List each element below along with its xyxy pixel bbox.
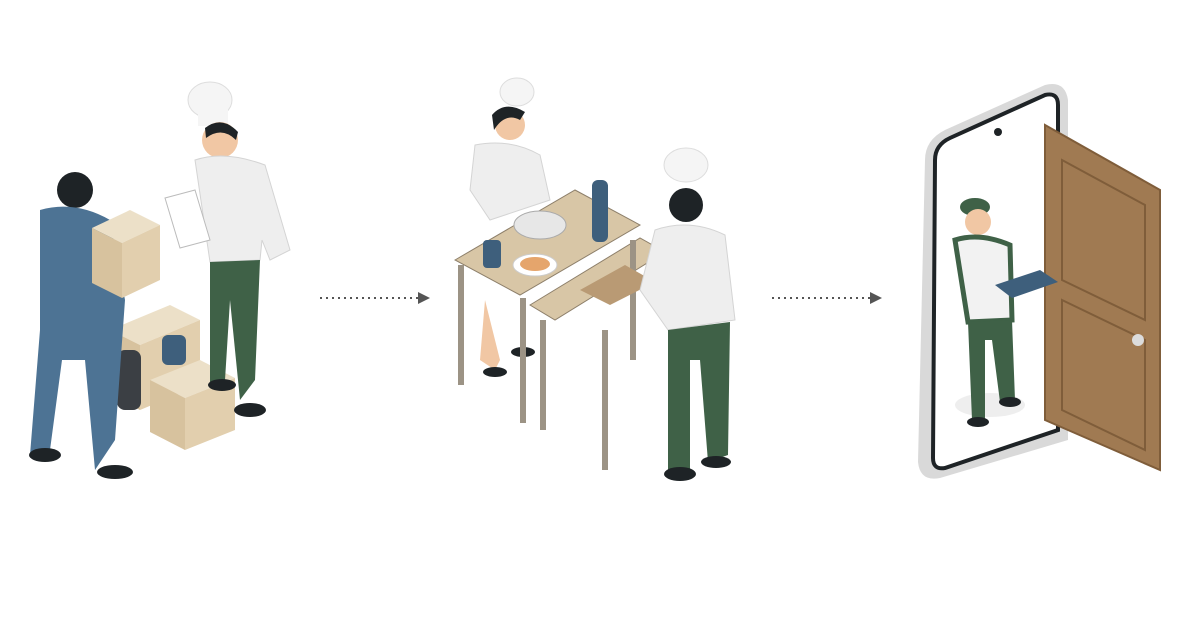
chef-with-clipboard	[164, 81, 291, 417]
delivery-courier	[952, 198, 1058, 427]
step-receiving-supplies	[29, 81, 291, 479]
step-cooking	[453, 77, 736, 481]
carried-box	[92, 210, 160, 298]
step-home-delivery	[918, 84, 1161, 479]
chef-woman	[469, 77, 551, 377]
connector-arrow-1	[320, 292, 430, 304]
kitchen-tables	[453, 180, 666, 470]
open-door	[1044, 123, 1161, 472]
connector-arrow-2	[772, 292, 882, 304]
chef-man-slicing	[639, 147, 736, 481]
